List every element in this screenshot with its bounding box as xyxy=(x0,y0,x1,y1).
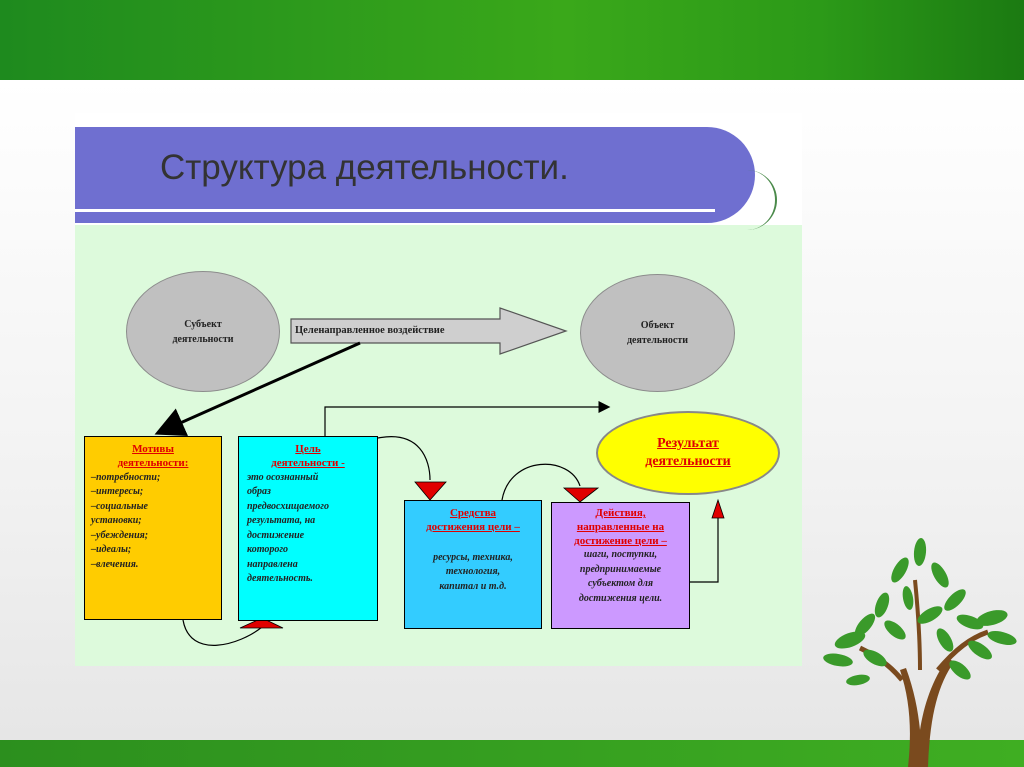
red-arrowhead-means xyxy=(415,482,446,500)
goal-heading: Цель деятельности - xyxy=(247,443,369,471)
motives-items: –потребности; –интересы; –социальные уст… xyxy=(91,471,215,573)
actions-heading: Действия, направленные на достижение цел… xyxy=(557,507,684,548)
means-text: ресурсы, техника, технология, капитал и … xyxy=(411,551,535,595)
tree-illustration xyxy=(820,530,1020,767)
subject-ellipse: Субъект деятельности xyxy=(126,271,280,392)
arrow-label: Целенаправленное воздействие xyxy=(295,325,445,336)
goal-box: Цель деятельности - это осознанный образ… xyxy=(238,436,378,621)
goal-to-means-curve xyxy=(378,437,430,480)
means-to-actions-curve xyxy=(502,464,580,500)
result-ellipse: Результат деятельности xyxy=(596,411,780,495)
goal-to-result-connector xyxy=(325,407,608,437)
means-heading: Средства достижения цели – xyxy=(411,507,535,535)
goal-text: это осознанный образ предвосхищаемого ре… xyxy=(247,471,369,587)
motives-heading: Мотивы деятельности: xyxy=(91,443,215,471)
tree-branch-top xyxy=(915,580,920,670)
object-ellipse: Объект деятельности xyxy=(580,274,735,392)
tree-trunk xyxy=(900,658,954,767)
actions-to-result-connector xyxy=(690,515,718,582)
red-arrowhead-actions xyxy=(564,488,598,502)
actions-text: шаги, поступки, предпринимаемые субъекто… xyxy=(557,548,684,606)
red-arrowhead-result xyxy=(712,500,724,518)
motives-box: Мотивы деятельности: –потребности; –инте… xyxy=(84,436,222,620)
means-box: Средства достижения цели – ресурсы, техн… xyxy=(404,500,542,629)
actions-box: Действия, направленные на достижение цел… xyxy=(551,502,690,629)
